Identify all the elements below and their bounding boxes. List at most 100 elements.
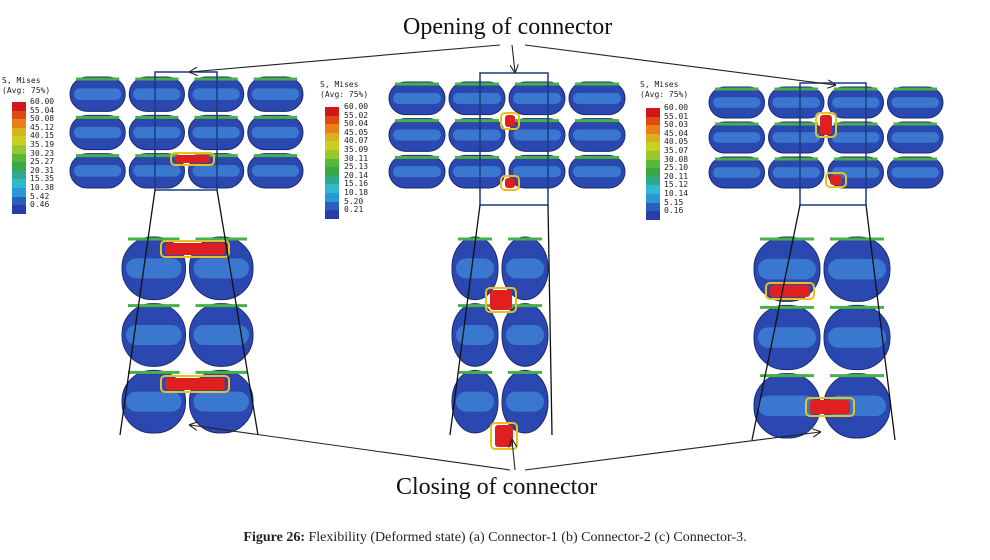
legend-avg: (Avg: 75%) xyxy=(320,90,369,99)
legend-title: S, Mises xyxy=(640,80,679,89)
coil-highlight xyxy=(713,132,761,143)
color-swatch xyxy=(12,102,26,111)
legend-title: S, Mises xyxy=(320,80,359,89)
color-bar xyxy=(646,108,660,220)
stress-hotspot xyxy=(830,175,842,185)
pointer-arrow xyxy=(524,44,835,85)
coil-highlight xyxy=(393,166,441,178)
coil-highlight xyxy=(126,391,182,412)
color-swatch xyxy=(646,159,660,169)
legend-value: 30.11 xyxy=(344,153,369,163)
pointer-arrow xyxy=(190,425,511,471)
coil-highlight xyxy=(828,327,886,348)
legend-value: 0.21 xyxy=(344,205,364,215)
opening-label: Opening of connector xyxy=(403,14,613,40)
coil-highlight xyxy=(393,92,441,104)
legend-value: 10.18 xyxy=(344,187,369,197)
coil-highlight xyxy=(891,167,939,178)
legend-value: 40.05 xyxy=(664,137,689,147)
coil-highlight xyxy=(192,165,240,177)
coil-highlight xyxy=(713,97,761,108)
color-swatch xyxy=(12,196,26,206)
coil-highlight xyxy=(126,258,182,279)
stress-halo xyxy=(805,397,855,417)
stress-hotspot xyxy=(505,178,515,188)
color-swatch xyxy=(12,119,26,128)
color-swatch xyxy=(12,144,26,154)
legend-value: 20.14 xyxy=(344,170,369,180)
coil-highlight xyxy=(828,258,886,280)
coil-highlight xyxy=(192,126,240,139)
legend-value: 15.12 xyxy=(664,180,689,190)
coil-highlight xyxy=(573,92,621,104)
coil-highlight xyxy=(758,327,816,348)
color-swatch xyxy=(646,193,660,203)
legend-value: 30.23 xyxy=(30,148,55,158)
coil-highlight xyxy=(74,126,122,139)
closing-label: Closing of connector xyxy=(396,474,598,500)
stress-halo xyxy=(765,282,815,300)
color-swatch xyxy=(646,168,660,177)
coil-highlight xyxy=(772,132,820,143)
figure-caption: Figure 26: Flexibility (Deformed state) … xyxy=(0,530,990,546)
color-bar xyxy=(325,107,339,219)
coil-highlight xyxy=(133,126,181,139)
legend-title: S, Mises xyxy=(2,76,41,85)
color-swatch xyxy=(646,108,660,117)
legend-value: 10.38 xyxy=(30,182,55,192)
coil-highlight xyxy=(192,88,240,100)
legend-value: 40.07 xyxy=(344,136,369,146)
color-swatch xyxy=(646,116,660,126)
stress-hotspot xyxy=(505,115,515,127)
color-swatch xyxy=(646,133,660,143)
legend-value: 50.03 xyxy=(664,120,689,130)
color-swatch xyxy=(646,142,660,151)
coil-highlight xyxy=(713,167,761,178)
color-swatch xyxy=(325,201,339,211)
color-swatch xyxy=(12,136,26,145)
legend-value: 50.08 xyxy=(30,114,55,124)
color-swatch xyxy=(12,187,26,197)
legend-value: 45.12 xyxy=(30,122,55,132)
coil-highlight xyxy=(758,395,816,417)
stress-halo xyxy=(825,172,847,188)
color-swatch xyxy=(325,107,339,116)
legend-value: 20.11 xyxy=(664,171,689,181)
coil-highlight xyxy=(832,97,880,108)
stress-halo xyxy=(815,112,837,138)
stress-halo xyxy=(170,152,215,166)
color-swatch xyxy=(325,210,339,219)
legend-value: 60.00 xyxy=(344,102,369,111)
legend-value: 15.35 xyxy=(30,174,55,184)
legend-avg: (Avg: 75%) xyxy=(640,90,689,99)
coil-highlight xyxy=(506,391,544,412)
color-swatch xyxy=(325,192,339,202)
coil-highlight xyxy=(74,165,122,177)
coil-highlight xyxy=(251,88,299,100)
caption-label: Figure 26: xyxy=(243,530,305,545)
legend-value: 5.42 xyxy=(30,191,50,201)
coil-highlight xyxy=(133,165,181,177)
legend-value: 25.13 xyxy=(344,162,369,172)
legend-value: 5.20 xyxy=(344,196,364,206)
legend-value: 55.01 xyxy=(664,111,689,121)
color-swatch xyxy=(646,202,660,212)
coil-highlight xyxy=(891,132,939,143)
coil-highlight xyxy=(513,129,561,141)
legend-value: 25.27 xyxy=(30,157,55,167)
color-swatch xyxy=(646,185,660,194)
coil-highlight xyxy=(573,166,621,178)
coil-highlight xyxy=(573,129,621,141)
color-swatch xyxy=(325,158,339,168)
coil-highlight xyxy=(453,92,501,104)
coil-highlight xyxy=(513,92,561,104)
stress-halo xyxy=(485,287,517,313)
stress-halo xyxy=(490,422,518,450)
legend-value: 60.00 xyxy=(664,103,689,112)
legend-value: 20.31 xyxy=(30,165,55,175)
color-swatch xyxy=(325,167,339,176)
zoom-line xyxy=(751,204,801,441)
legend-value: 45.04 xyxy=(664,128,689,138)
stress-hotspot xyxy=(770,285,810,297)
